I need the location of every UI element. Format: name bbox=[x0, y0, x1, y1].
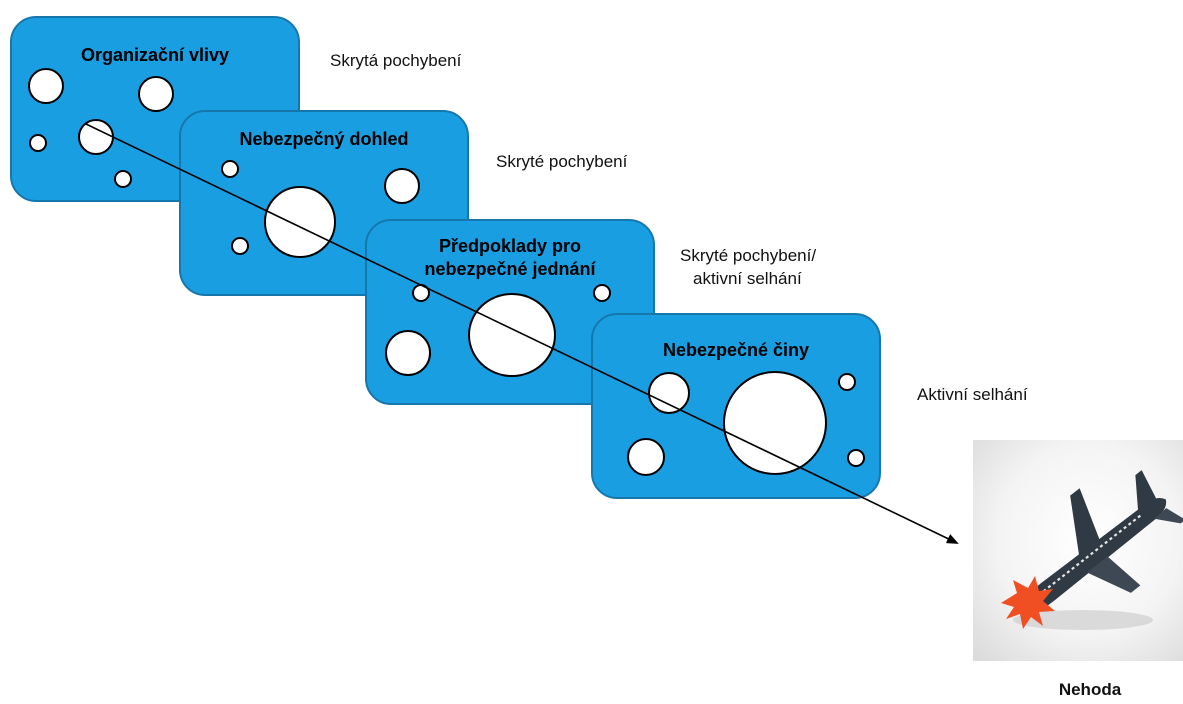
layer-title-line2: nebezpečné jednání bbox=[424, 259, 596, 279]
hole bbox=[468, 293, 556, 377]
layer-title: Organizační vlivy bbox=[80, 45, 230, 65]
hole bbox=[648, 372, 690, 414]
hole bbox=[264, 186, 336, 258]
layer-label-line1: Skryté pochybení/ bbox=[680, 246, 817, 265]
layer-title-line1: Předpoklady pro bbox=[438, 236, 582, 256]
accident-label: Nehoda bbox=[1058, 680, 1122, 699]
hole bbox=[221, 160, 239, 178]
layer-label: Aktivní selhání bbox=[917, 385, 1028, 404]
hole bbox=[385, 330, 431, 376]
hole bbox=[231, 237, 249, 255]
layer-title: Nebezpečný dohled bbox=[239, 129, 409, 149]
layer-title: Nebezpečné činy bbox=[662, 340, 810, 360]
layer-unsafe-acts: Nebezpečné činy bbox=[591, 313, 881, 499]
hole bbox=[114, 170, 132, 188]
hole bbox=[28, 68, 64, 104]
hole bbox=[78, 119, 114, 155]
layer-label-line2: aktivní selhání bbox=[693, 269, 802, 288]
hole bbox=[847, 449, 865, 467]
hole bbox=[723, 371, 827, 475]
hole bbox=[838, 373, 856, 391]
hole bbox=[412, 284, 430, 302]
layer-label: Skryté pochybení bbox=[496, 152, 628, 171]
layer-label: Skrytá pochybení bbox=[330, 51, 462, 70]
hole bbox=[627, 438, 665, 476]
hole bbox=[593, 284, 611, 302]
hole bbox=[29, 134, 47, 152]
crashing-airplane-icon bbox=[1001, 470, 1183, 630]
hole bbox=[384, 168, 420, 204]
hole bbox=[138, 76, 174, 112]
accident-image bbox=[973, 440, 1183, 661]
